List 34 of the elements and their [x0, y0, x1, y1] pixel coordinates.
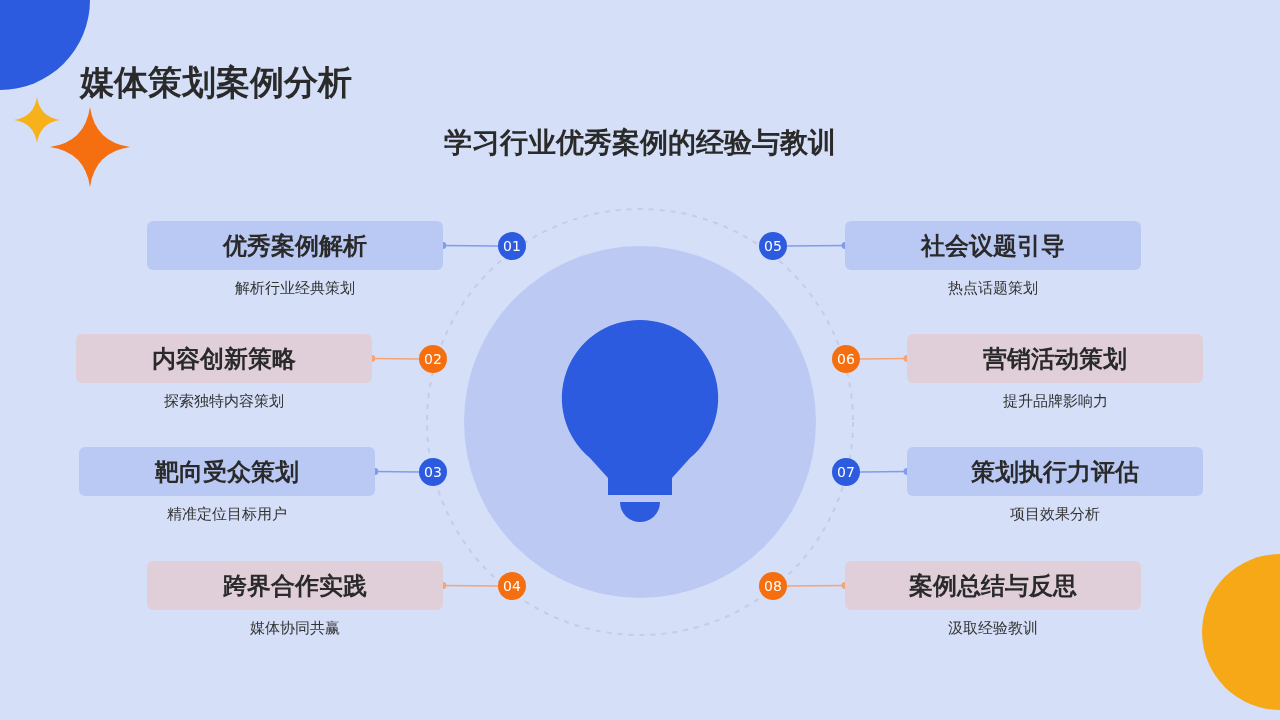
topic-box [147, 561, 443, 610]
step-number-circle: 08 [759, 572, 787, 600]
step-number-circle: 02 [419, 345, 447, 373]
step-number-circle: 05 [759, 232, 787, 260]
topic-box [147, 221, 443, 270]
topic-description: 精准定位目标用户 [167, 505, 287, 524]
topic-box [907, 447, 1203, 496]
topic-description: 解析行业经典策划 [235, 279, 355, 298]
topic-box [845, 561, 1141, 610]
step-number-circle: 04 [498, 572, 526, 600]
topic-description: 汲取经验教训 [948, 619, 1038, 638]
topic-title: 内容创新策略 [152, 343, 296, 375]
step-number-circle: 07 [832, 458, 860, 486]
topic-description: 项目效果分析 [1010, 505, 1100, 524]
topic-box [845, 221, 1141, 270]
topic-title: 营销活动策划 [983, 343, 1127, 375]
topic-description: 媒体协同共赢 [250, 619, 340, 638]
topic-title: 优秀案例解析 [223, 230, 367, 262]
step-number-circle: 01 [498, 232, 526, 260]
step-number-circle: 03 [419, 458, 447, 486]
topic-title: 跨界合作实践 [223, 570, 367, 602]
slide-title: 媒体策划案例分析 [80, 61, 352, 104]
topic-box [76, 334, 372, 383]
step-number-circle: 06 [832, 345, 860, 373]
topic-description: 探索独特内容策划 [164, 392, 284, 411]
topic-description: 热点话题策划 [948, 279, 1038, 298]
slide-subtitle: 学习行业优秀案例的经验与教训 [443, 125, 837, 161]
topic-title: 策划执行力评估 [971, 456, 1139, 488]
topic-box [907, 334, 1203, 383]
topic-title: 社会议题引导 [921, 230, 1065, 262]
topic-title: 案例总结与反思 [909, 570, 1077, 602]
topic-box [79, 447, 375, 496]
topic-title: 靶向受众策划 [155, 456, 299, 488]
topic-description: 提升品牌影响力 [1002, 392, 1108, 411]
